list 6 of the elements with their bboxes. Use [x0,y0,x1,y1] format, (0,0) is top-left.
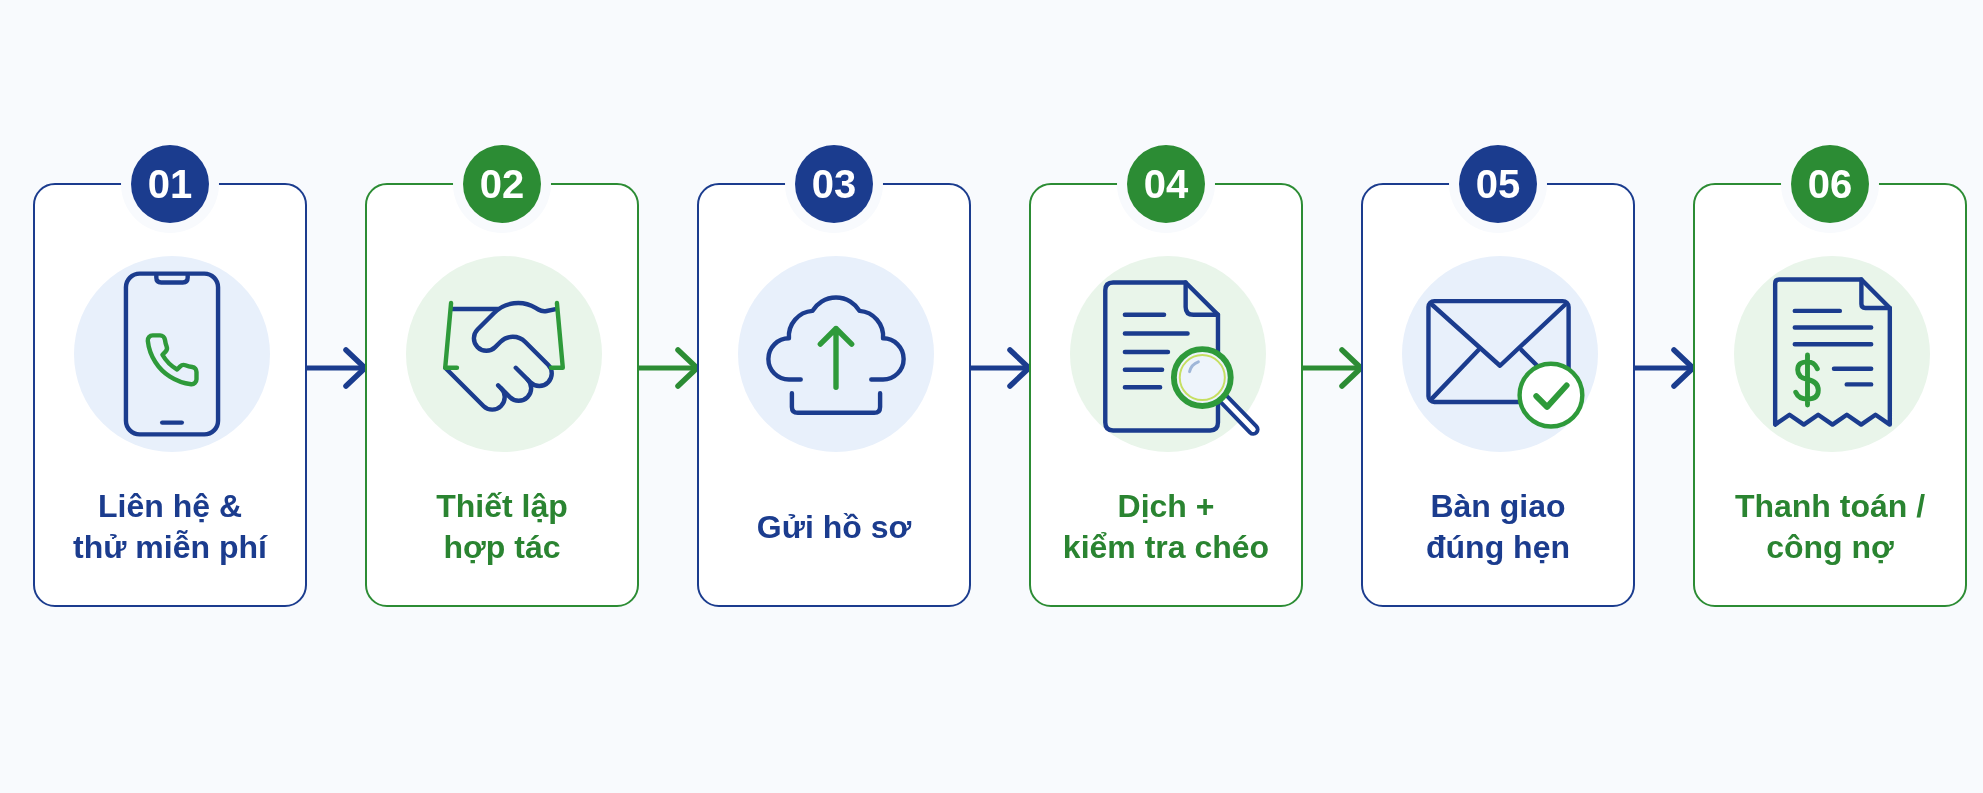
step-label: Thiết lập hợp tác [436,487,568,567]
step-label: Liên hệ & thử miễn phí [73,487,267,567]
step-label: Dịch + kiểm tra chéo [1062,487,1270,567]
step-label: Bàn giao đúng hẹn [1426,487,1570,567]
step-label: Thanh toán / công nợ [1734,487,1926,567]
step-label: Gửi hồ sơ [756,507,912,547]
